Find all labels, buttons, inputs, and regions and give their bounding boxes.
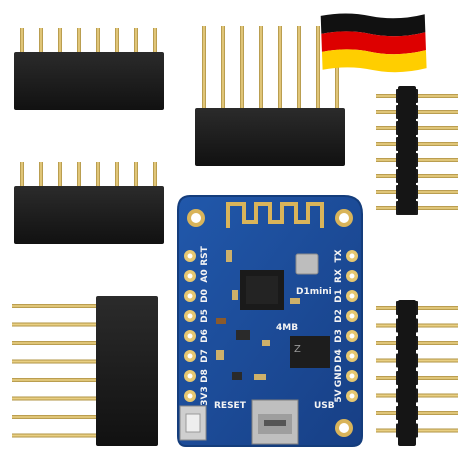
header-pin xyxy=(240,26,244,112)
pin-label-right: 5V xyxy=(334,389,344,402)
header-pin xyxy=(39,28,43,56)
header-pin xyxy=(39,162,43,190)
header-pin xyxy=(221,26,225,112)
germany-flag-icon xyxy=(320,13,427,73)
header-pin xyxy=(297,26,301,112)
header-pin xyxy=(115,162,119,190)
usb-serial-chip: Z xyxy=(290,336,330,368)
header-pin xyxy=(335,26,339,112)
pin-label-right: TX xyxy=(334,249,344,262)
header-pin xyxy=(115,28,119,56)
header-pin xyxy=(96,28,100,56)
header-pin xyxy=(96,162,100,190)
crystal xyxy=(295,253,319,275)
pin-label-left: D0 xyxy=(200,289,210,303)
header-pin xyxy=(134,162,138,190)
pin-label-right: D1 xyxy=(334,289,344,303)
header-pin xyxy=(12,341,100,345)
reset-button[interactable] xyxy=(179,405,207,441)
header-pin xyxy=(278,26,282,112)
pin-label-right: D2 xyxy=(334,309,344,323)
header-pin xyxy=(134,28,138,56)
header-pin xyxy=(153,162,157,190)
header-pin xyxy=(20,28,24,56)
pin-label-left: RST xyxy=(200,245,210,265)
pin-label-left: D6 xyxy=(200,329,210,343)
female-header-middle-left xyxy=(14,162,164,244)
wifi-antenna xyxy=(226,202,324,228)
micro-usb-port[interactable] xyxy=(251,399,299,445)
header-pin xyxy=(202,26,206,112)
female-header-top-left xyxy=(14,28,164,110)
usb-label: USB xyxy=(314,401,335,411)
pin-label-left: 3V3 xyxy=(200,386,210,406)
header-pin xyxy=(20,162,24,190)
header-pin xyxy=(58,28,62,56)
male-pin-header-bottom-right xyxy=(376,300,458,446)
female-header-top-middle xyxy=(195,26,345,166)
header-pin xyxy=(259,26,263,112)
male-pin-header-top-right xyxy=(376,86,458,215)
model-label: D1mini xyxy=(296,287,332,297)
pin-label-left: D5 xyxy=(200,309,210,323)
pin-label-right: RX xyxy=(334,269,344,283)
pin-label-left: A0 xyxy=(200,269,210,282)
flash-label: 4MB xyxy=(276,323,298,333)
header-pin xyxy=(316,26,320,112)
header-pin xyxy=(12,304,100,308)
header-pin xyxy=(12,433,100,438)
pin-label-right: D4 xyxy=(334,349,344,363)
header-pin xyxy=(12,359,100,364)
pin-label-right: GND xyxy=(334,365,344,387)
header-pin xyxy=(153,28,157,56)
female-header-bottom-left xyxy=(12,296,158,446)
header-pin xyxy=(12,378,100,382)
header-pin xyxy=(58,162,62,190)
pin-label-right: D3 xyxy=(334,329,344,343)
pin-label-left: D8 xyxy=(200,369,210,383)
header-pin xyxy=(12,415,100,419)
header-pin xyxy=(12,322,100,327)
header-pin xyxy=(12,396,100,401)
reset-label: RESET xyxy=(214,401,247,411)
esp8266-chip xyxy=(240,270,284,310)
header-pin xyxy=(77,162,81,190)
pin-label-left: D7 xyxy=(200,349,210,363)
chip-mark: Z xyxy=(294,344,301,355)
header-pin xyxy=(77,28,81,56)
